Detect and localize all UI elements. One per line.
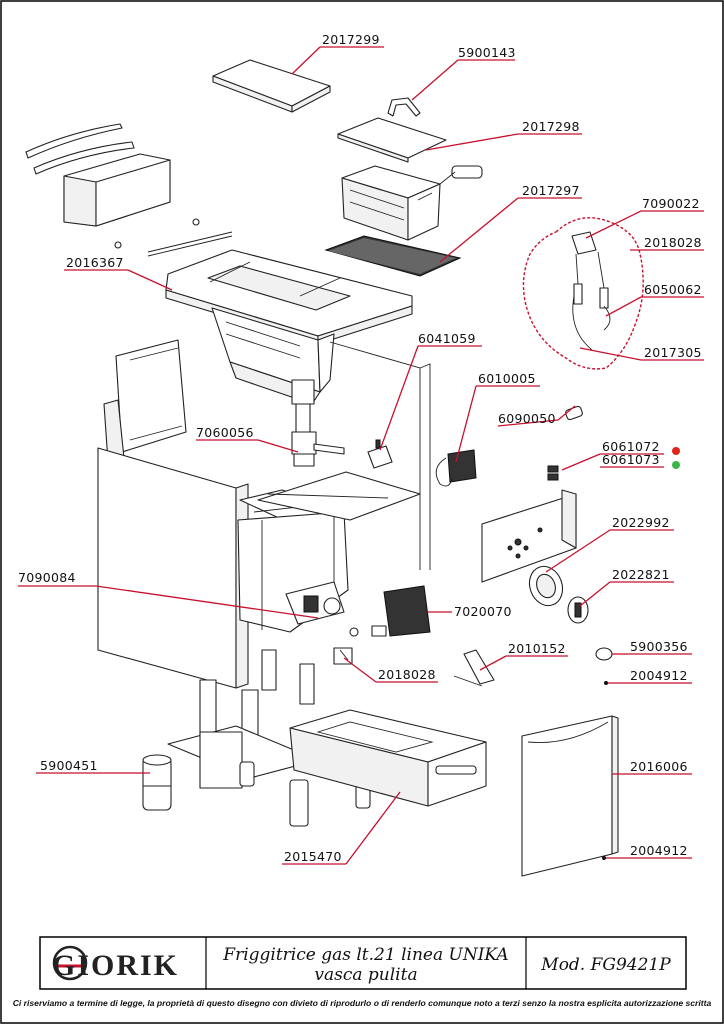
part-drawing-5900451 <box>142 754 172 811</box>
leader-lines <box>18 46 704 865</box>
part-drawing-7020070 <box>349 585 431 637</box>
part-drawing-knob-ring <box>528 565 564 607</box>
part-drawing-6090050 <box>565 405 583 421</box>
detail-cloud-2018028 <box>522 217 644 370</box>
label-2016006: 2016006 <box>630 759 688 774</box>
label-2017299: 2017299 <box>322 32 380 47</box>
label-7090022: 7090022 <box>642 196 700 211</box>
part-drawing-7090084 <box>285 581 345 625</box>
part-drawing-2017297 <box>341 165 483 241</box>
part-drawing-lamps <box>547 465 559 481</box>
copyright-footer: Ci riserviamo a termine di legge, la pro… <box>13 998 712 1008</box>
label-2004912-upper: 2004912 <box>630 668 688 683</box>
label-2015470: 2015470 <box>284 849 342 864</box>
part-drawing-side-frame <box>103 339 187 463</box>
part-drawing-2016367 <box>165 249 413 433</box>
label-6050062: 6050062 <box>644 282 702 297</box>
label-7090084: 7090084 <box>18 570 76 585</box>
part-drawing-5900356 <box>595 647 613 661</box>
part-drawing-2010152 <box>453 649 495 687</box>
red-dot <box>672 447 680 455</box>
label-6041059: 6041059 <box>418 331 476 346</box>
drawing-title: Friggitrice gas lt.21 linea UNIKA <box>222 945 508 965</box>
title-block: GIORIK Friggitrice gas lt.21 linea UNIKA… <box>39 936 687 990</box>
part-drawing-2022821 <box>567 596 589 624</box>
part-drawing-5900143 <box>387 97 421 117</box>
label-6010005: 6010005 <box>478 371 536 386</box>
part-drawing-2004912-dot-a <box>604 681 608 685</box>
company-logo: GIORIK <box>52 945 179 982</box>
part-drawing-2016006 <box>521 715 619 877</box>
label-5900451: 5900451 <box>40 758 98 773</box>
drawing-subtitle: vasca pulita <box>314 965 417 985</box>
label-7060056: 7060056 <box>196 425 254 440</box>
green-dot <box>672 461 680 469</box>
label-7020070: 7020070 <box>454 604 512 619</box>
label-2018028-upper: 2018028 <box>644 235 702 250</box>
part-drawing-cabinet <box>97 341 431 827</box>
label-2018028-lower: 2018028 <box>378 667 436 682</box>
label-2004912-lower: 2004912 <box>630 843 688 858</box>
part-drawing-2017298 <box>337 117 447 163</box>
part-drawing-2004912-dot-b <box>602 856 606 860</box>
part-labels: 2017299 5900143 2017298 2017297 7090022 … <box>18 32 702 864</box>
label-6061072: 6061072 <box>602 439 660 454</box>
label-2016367: 2016367 <box>66 255 124 270</box>
part-drawing-7060056 <box>291 431 345 467</box>
model-number: Mod. FG9421P <box>540 955 671 975</box>
label-2017298: 2017298 <box>522 119 580 134</box>
part-drawing-6041059 <box>367 439 393 469</box>
label-2022992: 2022992 <box>612 515 670 530</box>
label-2022821: 2022821 <box>612 567 670 582</box>
part-drawing-6010005 <box>435 449 477 487</box>
label-6090050: 6090050 <box>498 411 556 426</box>
part-drawing-2022992 <box>481 489 577 583</box>
part-drawing-flue <box>25 123 233 257</box>
label-2010152: 2010152 <box>508 641 566 656</box>
label-2017297: 2017297 <box>522 183 580 198</box>
logo-text: GIORIK <box>52 949 179 982</box>
label-2017305: 2017305 <box>644 345 702 360</box>
part-drawing-grid <box>324 235 462 277</box>
part-drawing-2017299 <box>212 59 331 113</box>
part-drawing-2015470 <box>289 709 487 807</box>
label-5900356: 5900356 <box>630 639 688 654</box>
label-5900143: 5900143 <box>458 45 516 60</box>
label-6061073: 6061073 <box>602 452 660 467</box>
